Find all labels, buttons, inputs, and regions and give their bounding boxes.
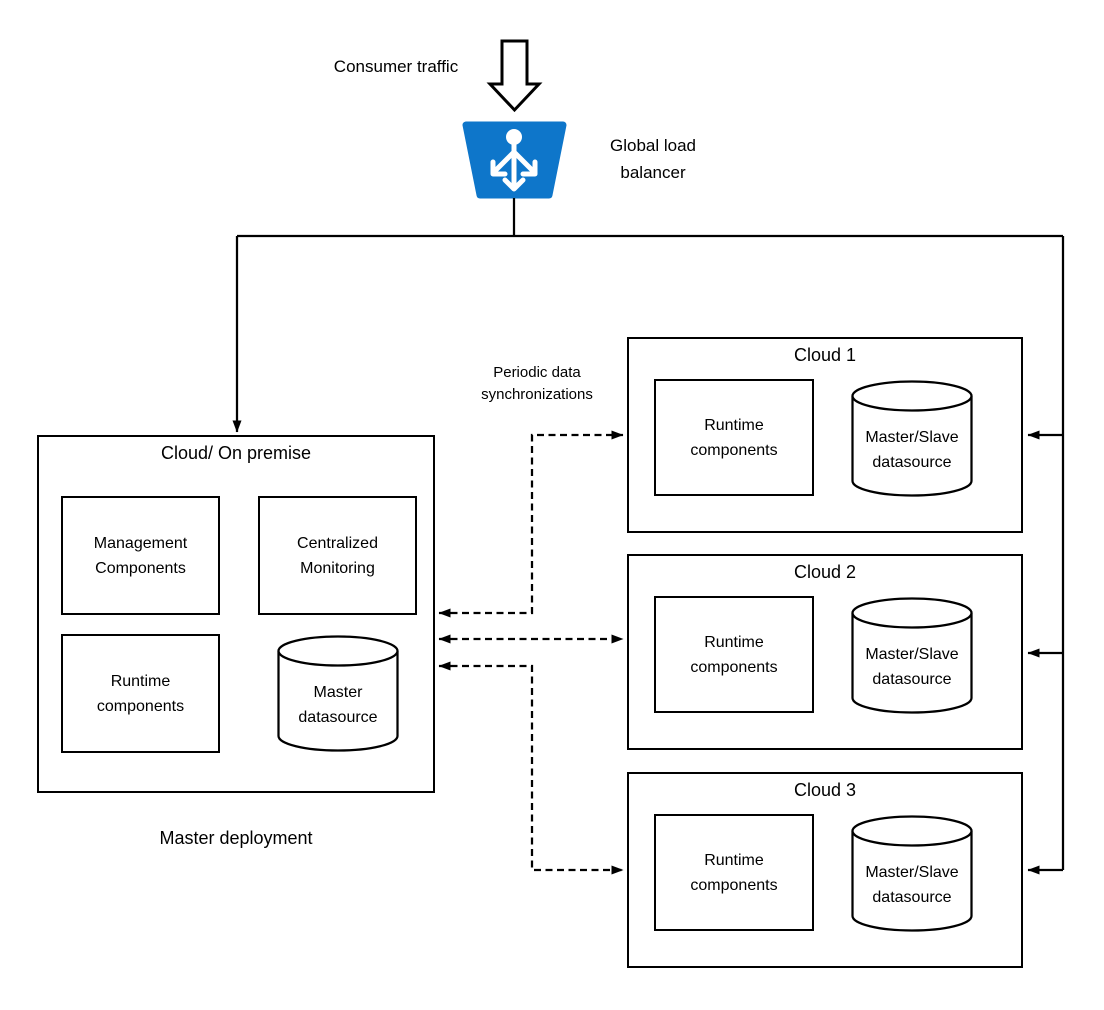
database-cylinder-icon: [277, 635, 399, 752]
consumer-traffic-label: Consumer traffic: [333, 57, 459, 76]
cloud2-runtime-components-box: Runtime components: [654, 596, 814, 713]
master-deployment-box: Cloud/ On premise Management Components …: [37, 435, 435, 793]
database-cylinder-icon: [851, 380, 973, 497]
global-load-balancer-label: Global load balancer: [609, 136, 696, 182]
cloud1-datasource-cylinder: Master/Slave datasource: [851, 380, 973, 498]
cloud2-datasource-label: Master/Slave datasource: [865, 646, 959, 688]
cloud2-title: Cloud 2: [793, 562, 857, 582]
master-datasource-cylinder: Master datasource: [277, 635, 399, 753]
centralized-monitoring-label: Centralized Monitoring: [297, 534, 378, 577]
cloud3-title: Cloud 3: [793, 780, 857, 800]
master-box-title: Cloud/ On premise: [160, 443, 312, 463]
cloud3-datasource-cylinder: Master/Slave datasource: [851, 815, 973, 933]
cloud3-box: Cloud 3 Runtime components Master/Slave …: [627, 772, 1023, 968]
master-deployment-caption: Master deployment: [159, 828, 313, 848]
cloud3-datasource-label: Master/Slave datasource: [865, 864, 959, 906]
management-components-box: Management Components: [61, 496, 220, 615]
cloud3-runtime-components-box: Runtime components: [654, 814, 814, 931]
master-runtime-components-box: Runtime components: [61, 634, 220, 753]
master-runtime-components-label: Runtime components: [96, 672, 185, 715]
cloud1-title: Cloud 1: [793, 345, 857, 365]
sync-arrows: [438, 430, 624, 875]
cloud1-runtime-components-box: Runtime components: [654, 379, 814, 496]
periodic-sync-label: Periodic data synchronizations: [481, 364, 593, 403]
cloud3-runtime-components-label: Runtime components: [690, 851, 778, 894]
sync-arrow-master-cloud3: [438, 661, 624, 875]
master-datasource-label: Master datasource: [298, 684, 378, 726]
load-balancer-icon: [462, 121, 567, 199]
cloud1-runtime-components-label: Runtime components: [690, 416, 778, 459]
cloud1-datasource-label: Master/Slave datasource: [865, 429, 959, 471]
management-components-label: Management Components: [93, 534, 188, 577]
cloud2-datasource-cylinder: Master/Slave datasource: [851, 597, 973, 715]
cloud2-box: Cloud 2 Runtime components Master/Slave …: [627, 554, 1023, 750]
centralized-monitoring-box: Centralized Monitoring: [258, 496, 417, 615]
database-cylinder-icon: [851, 815, 973, 932]
down-arrow-icon: [486, 39, 543, 113]
cloud2-runtime-components-label: Runtime components: [690, 633, 778, 676]
cloud1-box: Cloud 1 Runtime components Master/Slave …: [627, 337, 1023, 533]
sync-arrow-master-cloud1: [438, 430, 624, 618]
database-cylinder-icon: [851, 597, 973, 714]
